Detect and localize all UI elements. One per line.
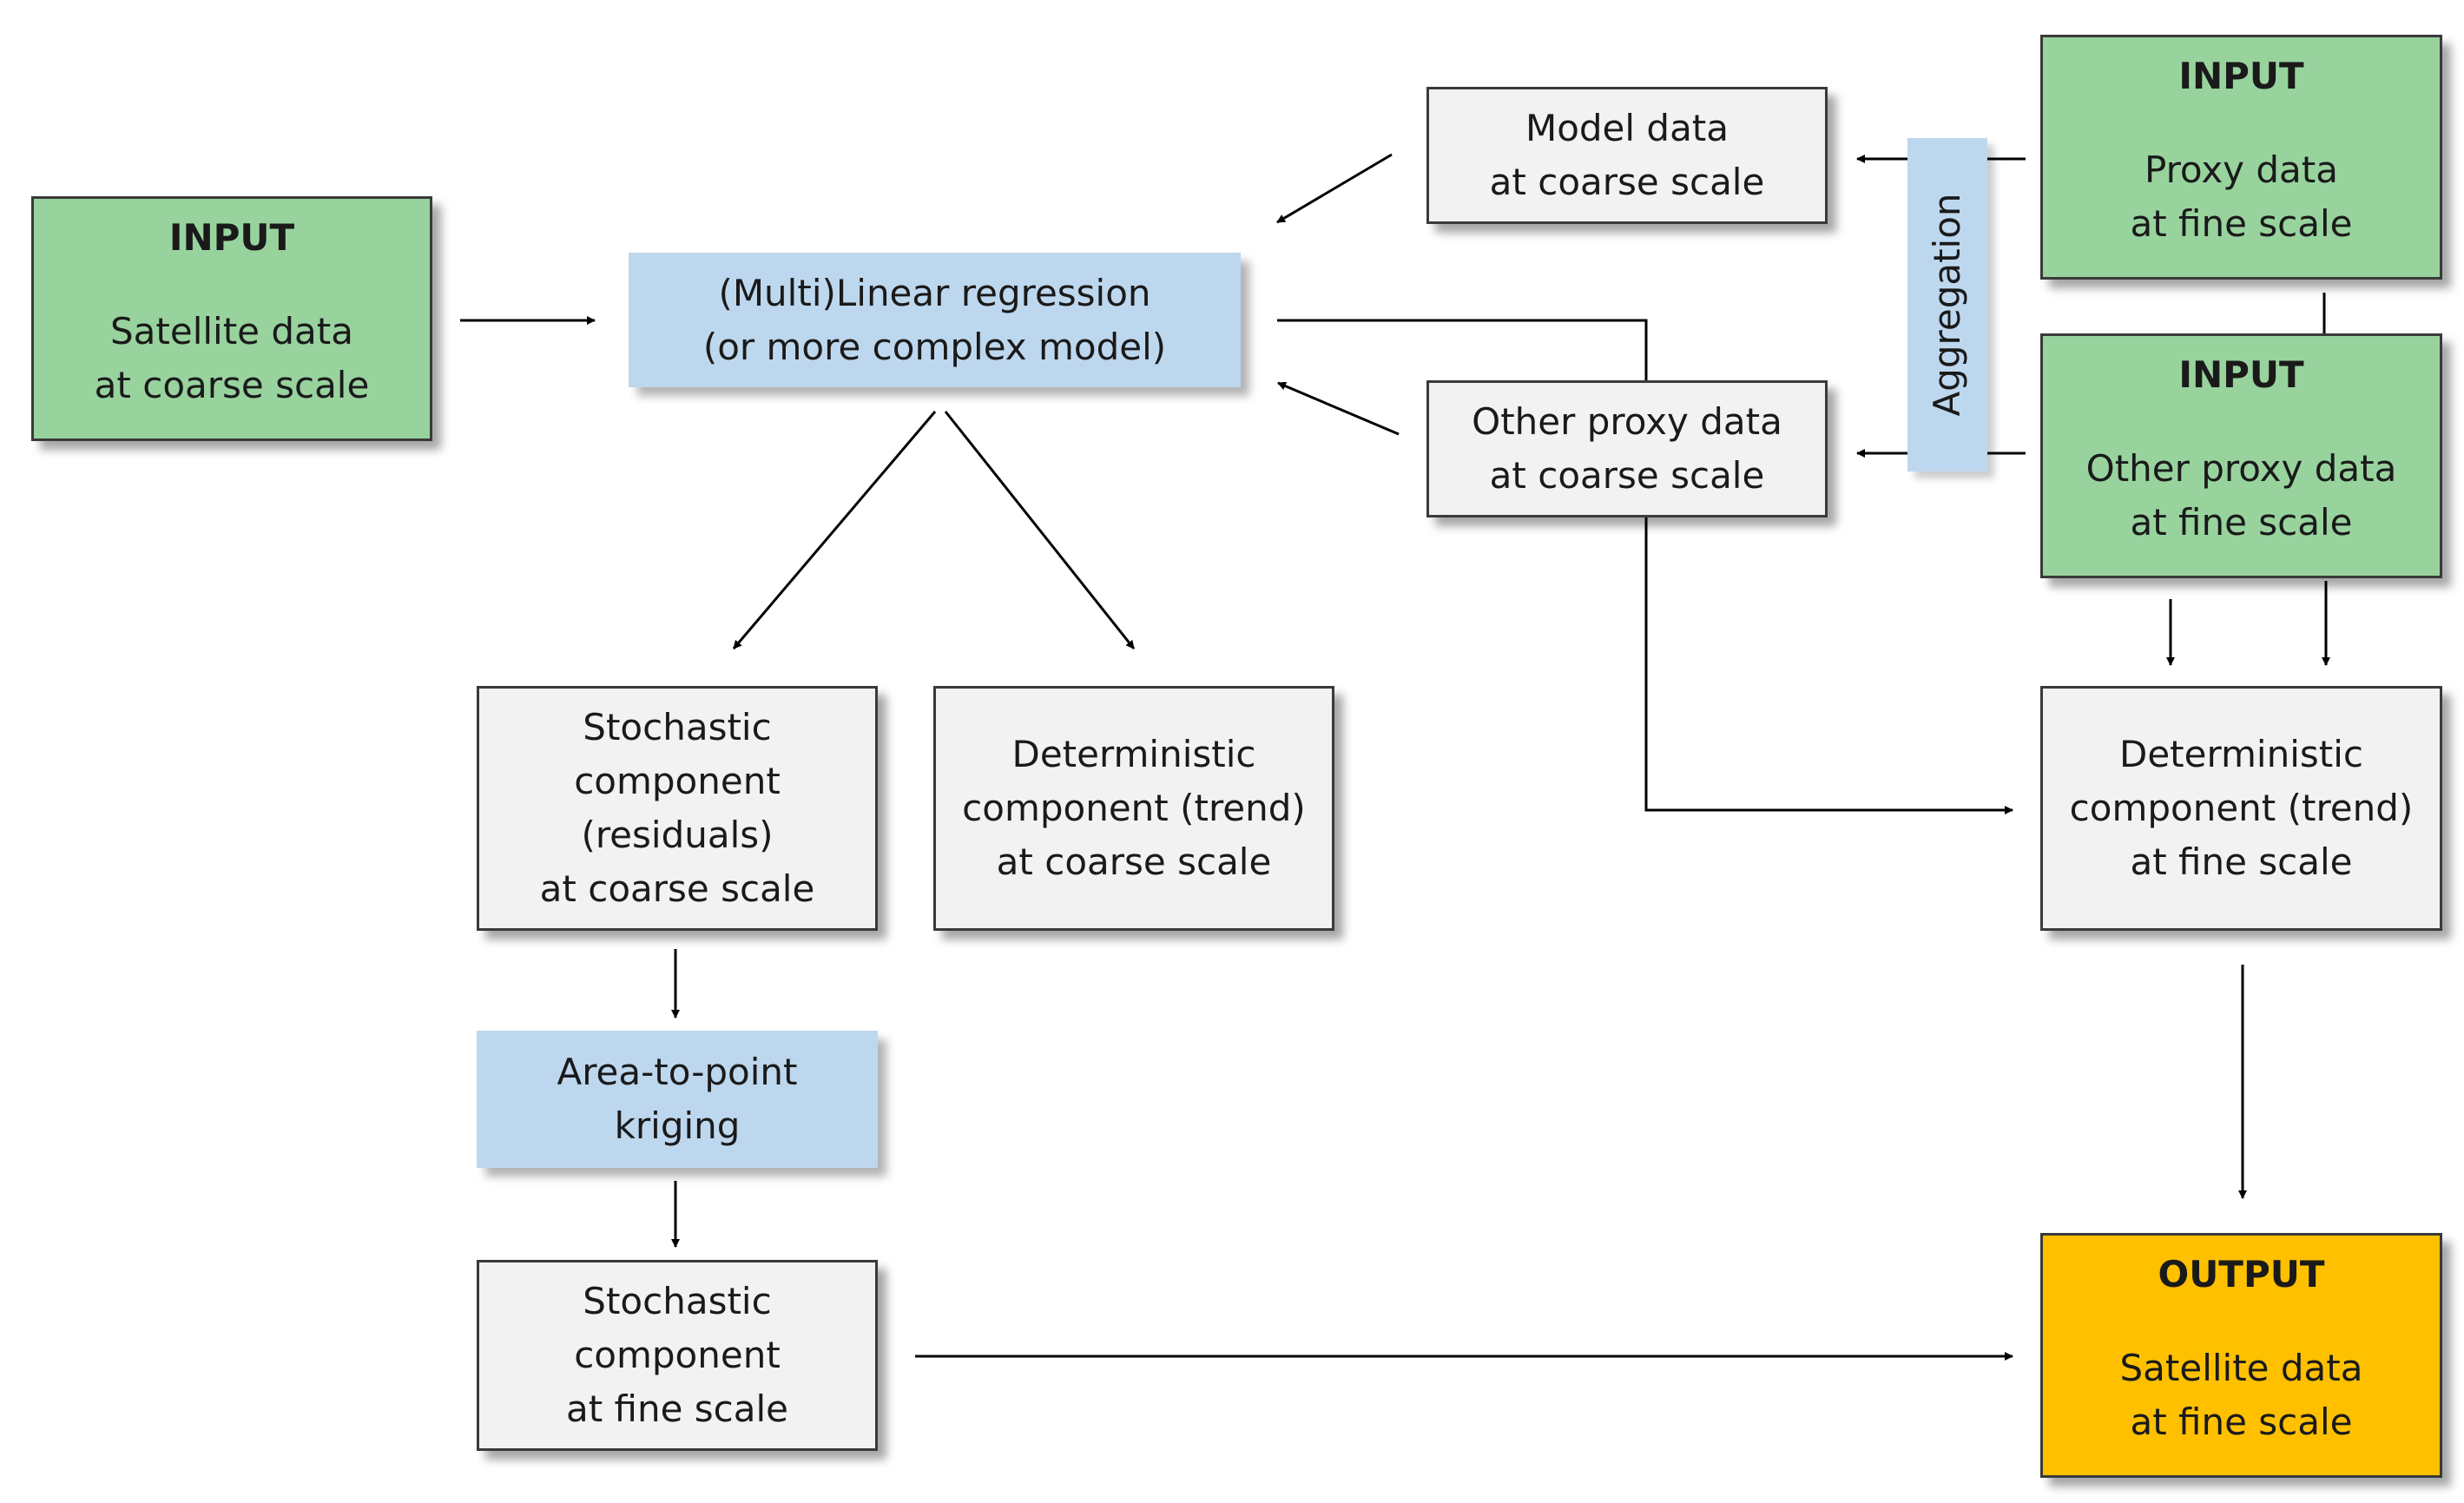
regression-box: (Multi)Linear regression (or more comple…: [629, 253, 1241, 387]
input-satellite-coarse-title: INPUT: [168, 216, 295, 259]
input-other-proxy-fine-box: INPUT Other proxy data at fine scale: [2040, 333, 2442, 578]
model-data-coarse-text: Model data at coarse scale: [1489, 107, 1765, 203]
input-satellite-coarse-text: Satellite data at coarse scale: [94, 310, 370, 406]
stochastic-coarse-box: Stochastic component (residuals) at coar…: [477, 686, 878, 931]
arrow-otherproxy-to-regression: [1277, 381, 1400, 436]
input-proxy-fine-text: Proxy data at fine scale: [2130, 148, 2353, 245]
kriging-text: Area-to-point kriging: [557, 1051, 798, 1147]
model-data-coarse-box: Model data at coarse scale: [1426, 87, 1828, 224]
arrow-model-to-regression: [1276, 153, 1393, 224]
regression-text: (Multi)Linear regression (or more comple…: [702, 271, 1167, 368]
other-proxy-coarse-box: Other proxy data at coarse scale: [1426, 380, 1828, 517]
arrow-regression-to-stochastic: [732, 411, 937, 649]
deterministic-fine-text: Deterministic component (trend) at fine …: [2069, 733, 2414, 883]
other-proxy-coarse-text: Other proxy data at coarse scale: [1472, 400, 1782, 497]
stochastic-fine-text: Stochastic component at fine scale: [565, 1280, 789, 1430]
input-proxy-fine-box: INPUT Proxy data at fine scale: [2040, 35, 2442, 280]
aggregation-bar: Aggregation: [1907, 138, 1987, 471]
output-satellite-fine-text: Satellite data at fine scale: [2119, 1347, 2363, 1443]
kriging-box: Area-to-point kriging: [477, 1031, 878, 1168]
arrow-regression-to-deterministic-fine: [1277, 319, 2013, 814]
deterministic-fine-box: Deterministic component (trend) at fine …: [2040, 686, 2442, 931]
stochastic-coarse-text: Stochastic component (residuals) at coar…: [539, 706, 815, 910]
arrow-regression-to-deterministic: [944, 411, 1136, 649]
stochastic-fine-box: Stochastic component at fine scale: [477, 1260, 878, 1451]
input-proxy-fine-title: INPUT: [2178, 55, 2304, 97]
output-satellite-fine-box: OUTPUT Satellite data at fine scale: [2040, 1233, 2442, 1478]
aggregation-label: Aggregation: [1926, 193, 1968, 417]
input-other-proxy-fine-text: Other proxy data at fine scale: [2085, 447, 2397, 544]
deterministic-coarse-box: Deterministic component (trend) at coars…: [933, 686, 1334, 931]
input-other-proxy-fine-title: INPUT: [2178, 353, 2304, 396]
deterministic-coarse-text: Deterministic component (trend) at coars…: [962, 733, 1306, 883]
output-satellite-fine-title: OUTPUT: [2158, 1253, 2325, 1295]
input-satellite-coarse-box: INPUT Satellite data at coarse scale: [31, 196, 432, 441]
